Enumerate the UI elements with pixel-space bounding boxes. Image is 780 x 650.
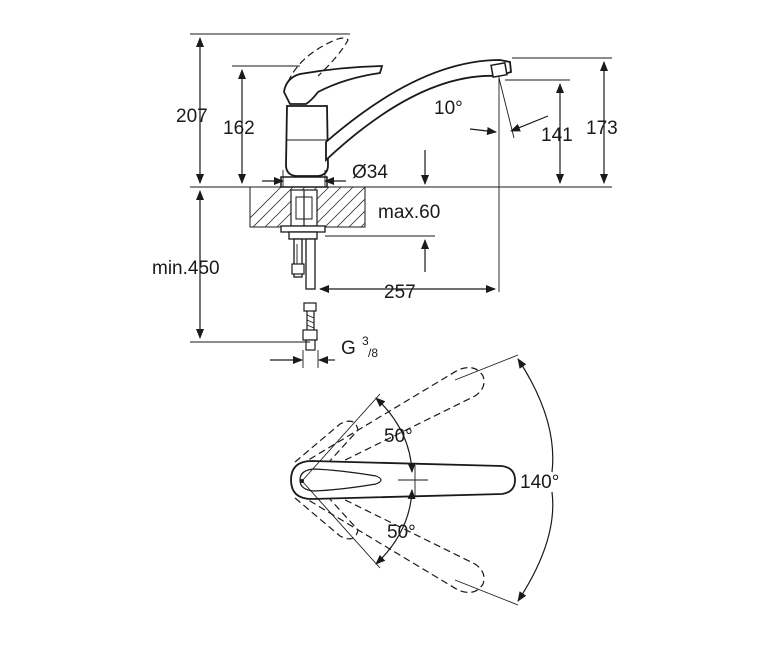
- lever-handle: [283, 65, 384, 105]
- dim-angle-140: 140°: [454, 354, 559, 606]
- dim-min-450: min.450: [152, 190, 310, 343]
- dim-label-thread: G: [341, 338, 356, 359]
- dim-label-50-upper: 50°: [384, 426, 413, 447]
- dim-label-thread-sup: 3: [362, 334, 369, 348]
- lever-top-rotated-upper: [299, 366, 485, 471]
- dim-141: 141: [505, 79, 573, 184]
- faucet-body: [285, 105, 329, 177]
- aerator: [490, 62, 508, 78]
- lever-swing-upper: [294, 420, 359, 464]
- lever-top-inner: [299, 468, 382, 492]
- dim-label-162: 162: [223, 118, 255, 139]
- top-view: 50° 50° 140°: [290, 354, 559, 606]
- lever-top-rotated-lower: [299, 489, 485, 594]
- dim-207: 207: [176, 33, 350, 184]
- dim-label-max60: max.60: [378, 202, 440, 223]
- dim-label-173: 173: [586, 118, 618, 139]
- supply-hoses: [291, 238, 318, 351]
- faucet-base: [280, 176, 328, 188]
- dim-thread: G 3 /8: [270, 334, 378, 368]
- mounting-shank: [280, 189, 326, 240]
- dim-label-207: 207: [176, 106, 208, 127]
- dim-label-thread-sub: /8: [368, 346, 378, 360]
- dim-label-diameter: Ø34: [352, 162, 388, 183]
- dim-label-140: 140°: [520, 472, 559, 493]
- dim-diameter: Ø34: [262, 162, 388, 187]
- dim-label-257: 257: [384, 282, 416, 303]
- dim-angle-lower: 50°: [301, 480, 416, 569]
- dim-label-141: 141: [541, 125, 573, 146]
- lever-swing-lower: [294, 496, 359, 540]
- dim-max-60: max.60: [325, 150, 440, 272]
- lever-handle-raised: [287, 37, 349, 83]
- dim-label-50-lower: 50°: [387, 522, 416, 543]
- dim-label-10deg: 10°: [434, 98, 463, 119]
- dim-257: 257: [320, 282, 496, 303]
- dim-angle-upper: 50°: [301, 393, 416, 482]
- dim-spout-angle: 10°: [434, 76, 549, 292]
- dim-162: 162: [223, 65, 300, 184]
- dim-label-min450: min.450: [152, 258, 220, 279]
- dim-173: 173: [512, 57, 618, 184]
- side-view: 207 162 173 141 10°: [152, 33, 618, 368]
